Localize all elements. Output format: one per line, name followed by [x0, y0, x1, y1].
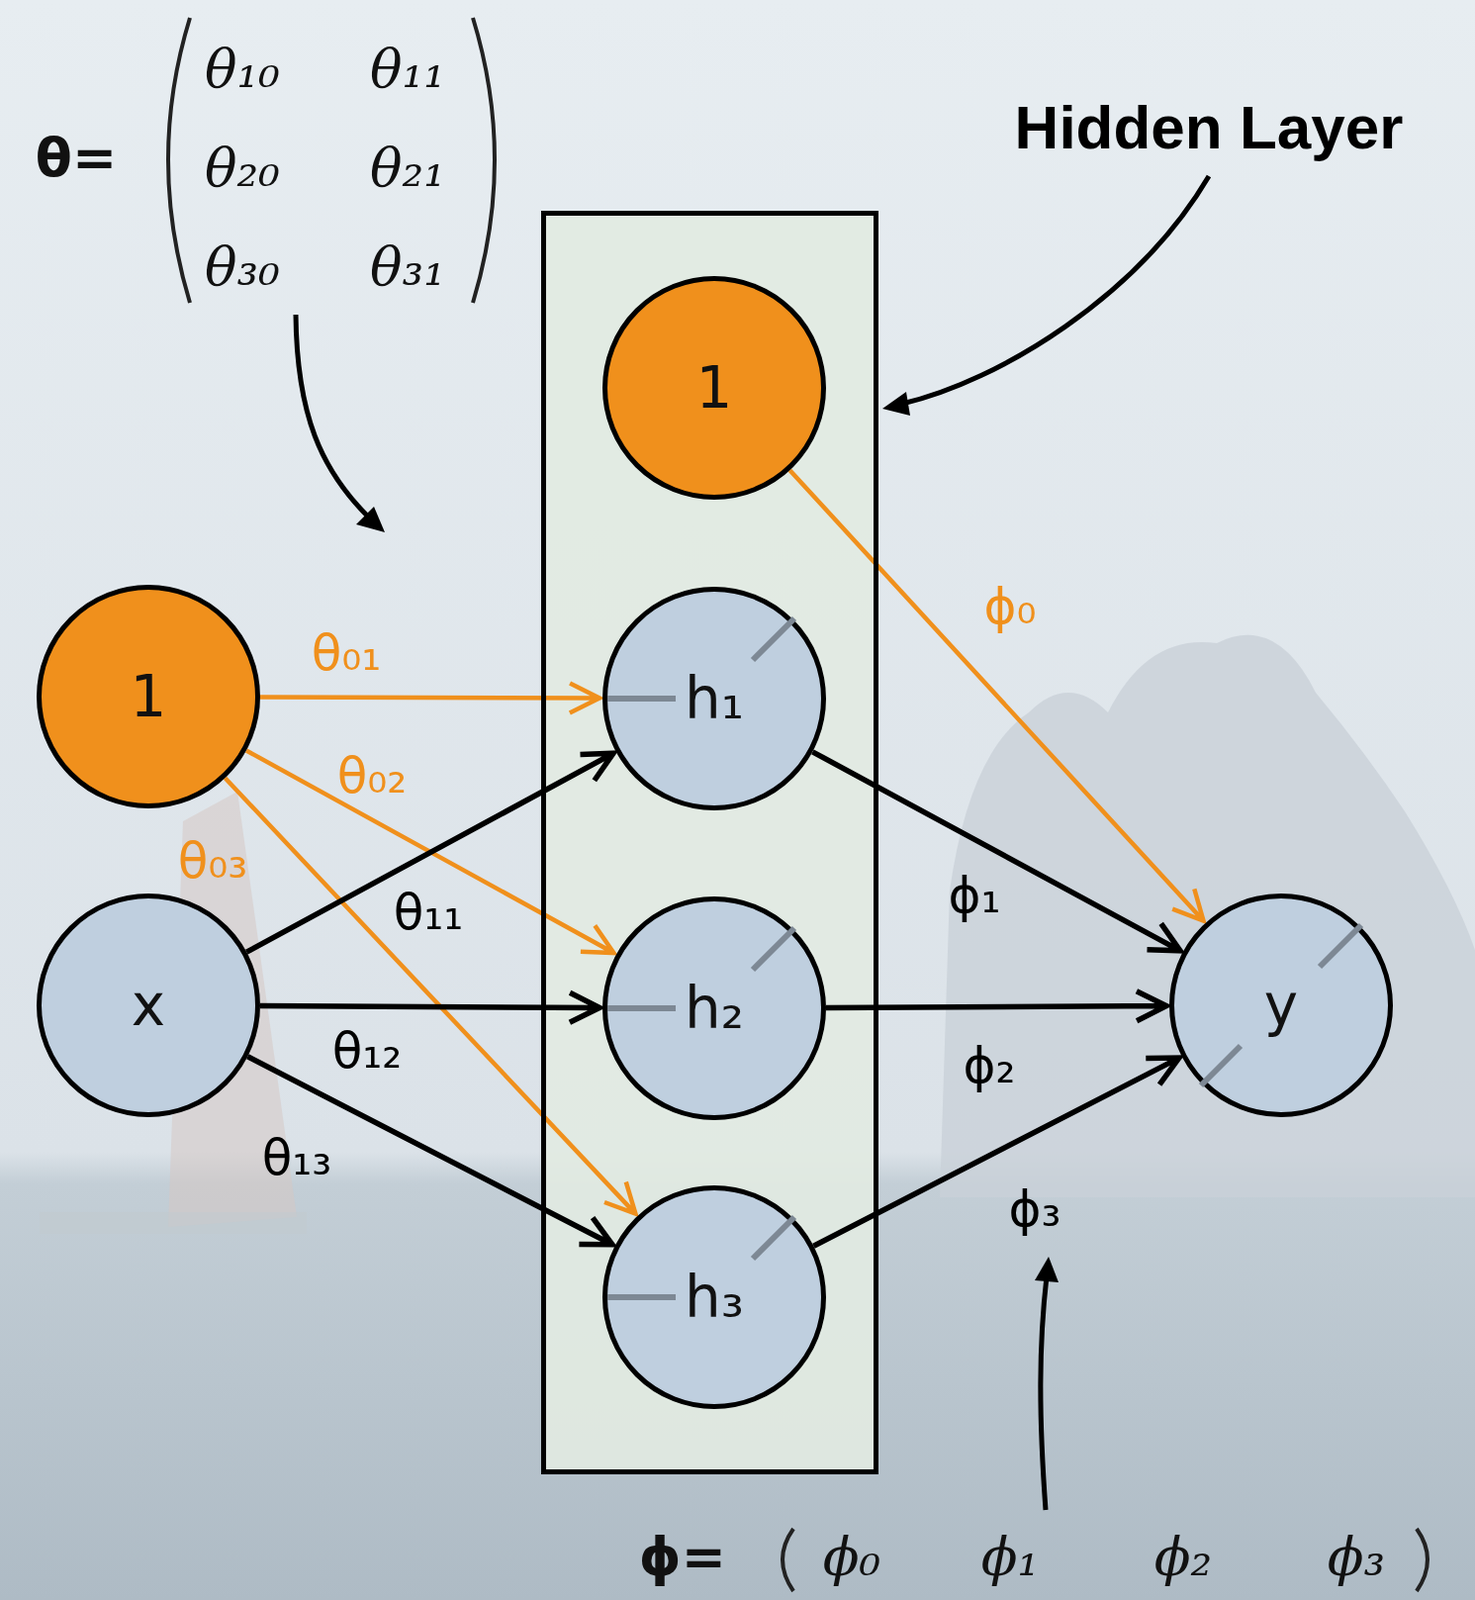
node-label: h₁ [684, 669, 744, 728]
leader-head [356, 506, 385, 533]
neuron-circle: y [1169, 893, 1393, 1117]
matrix-entry: ϕ₁ [981, 1530, 1039, 1584]
neuron-circle: 1 [36, 584, 261, 809]
matrix-entry: θ₁₁ [369, 42, 446, 96]
weight-label: θ₁₂ [332, 1025, 403, 1076]
neuron-circle: h₃ [602, 1185, 827, 1409]
right-paren [472, 17, 495, 303]
hidden-layer-box: Hidden Layer1h₁h₂h₃ [541, 210, 879, 1475]
left-paren [168, 17, 190, 303]
weight-label: θ₁₁ [393, 887, 464, 937]
node-label: 1 [696, 359, 734, 417]
bias-weight-arrow [246, 750, 614, 954]
matrix-entry: θ₁₀ [204, 42, 280, 96]
bias-weight-arrow [260, 683, 600, 714]
neuron-circle: h₁ [602, 586, 827, 811]
neuron-circle: x [36, 893, 261, 1117]
weight-arrow [246, 752, 614, 952]
weight-label: ϕ₃ [1008, 1184, 1061, 1234]
matrix-entry: θ₂₁ [369, 141, 446, 195]
activation-line [1200, 924, 1362, 1086]
matrix-entry: ϕ₀ [823, 1530, 881, 1584]
weight-label: θ₀₂ [337, 750, 408, 801]
left-paren [782, 1528, 794, 1591]
leader-arrow [1040, 1276, 1047, 1510]
weight-label: ϕ₀ [983, 581, 1036, 632]
neuron-circle: h₂ [602, 896, 827, 1120]
matrix-entry: ϕ₃ [1327, 1530, 1385, 1584]
leader-arrow [295, 314, 369, 517]
node-label: h₂ [684, 979, 744, 1037]
matrix-entry: θ₃₁ [369, 240, 446, 294]
weight-label: ϕ₁ [947, 870, 1001, 921]
matrix-entry: θ₂₀ [204, 141, 280, 195]
neuron-circle: 1 [602, 276, 827, 500]
vector-name: θ= [35, 131, 117, 185]
node-label: h₃ [684, 1268, 744, 1326]
weight-label: θ₀₃ [178, 835, 249, 886]
leader-head [1034, 1256, 1059, 1283]
node-label: x [131, 976, 166, 1034]
leader-arrow [902, 176, 1209, 404]
right-paren [1416, 1528, 1428, 1591]
matrix-entry: θ₃₀ [204, 240, 280, 294]
weight-label: θ₁₃ [262, 1132, 333, 1183]
node-label: y [1264, 976, 1298, 1034]
layer-heading: Hidden Layer [1014, 96, 1404, 159]
weight-arrow [247, 1056, 613, 1245]
matrix-entry: ϕ₂ [1154, 1530, 1212, 1584]
weight-arrow [260, 992, 600, 1022]
vector-name: ϕ= [639, 1530, 727, 1584]
node-label: 1 [130, 667, 168, 726]
weight-label: ϕ₂ [962, 1040, 1015, 1091]
leader-head [882, 391, 911, 416]
weight-arrow [812, 751, 1181, 951]
weight-label: θ₀₁ [311, 628, 382, 678]
